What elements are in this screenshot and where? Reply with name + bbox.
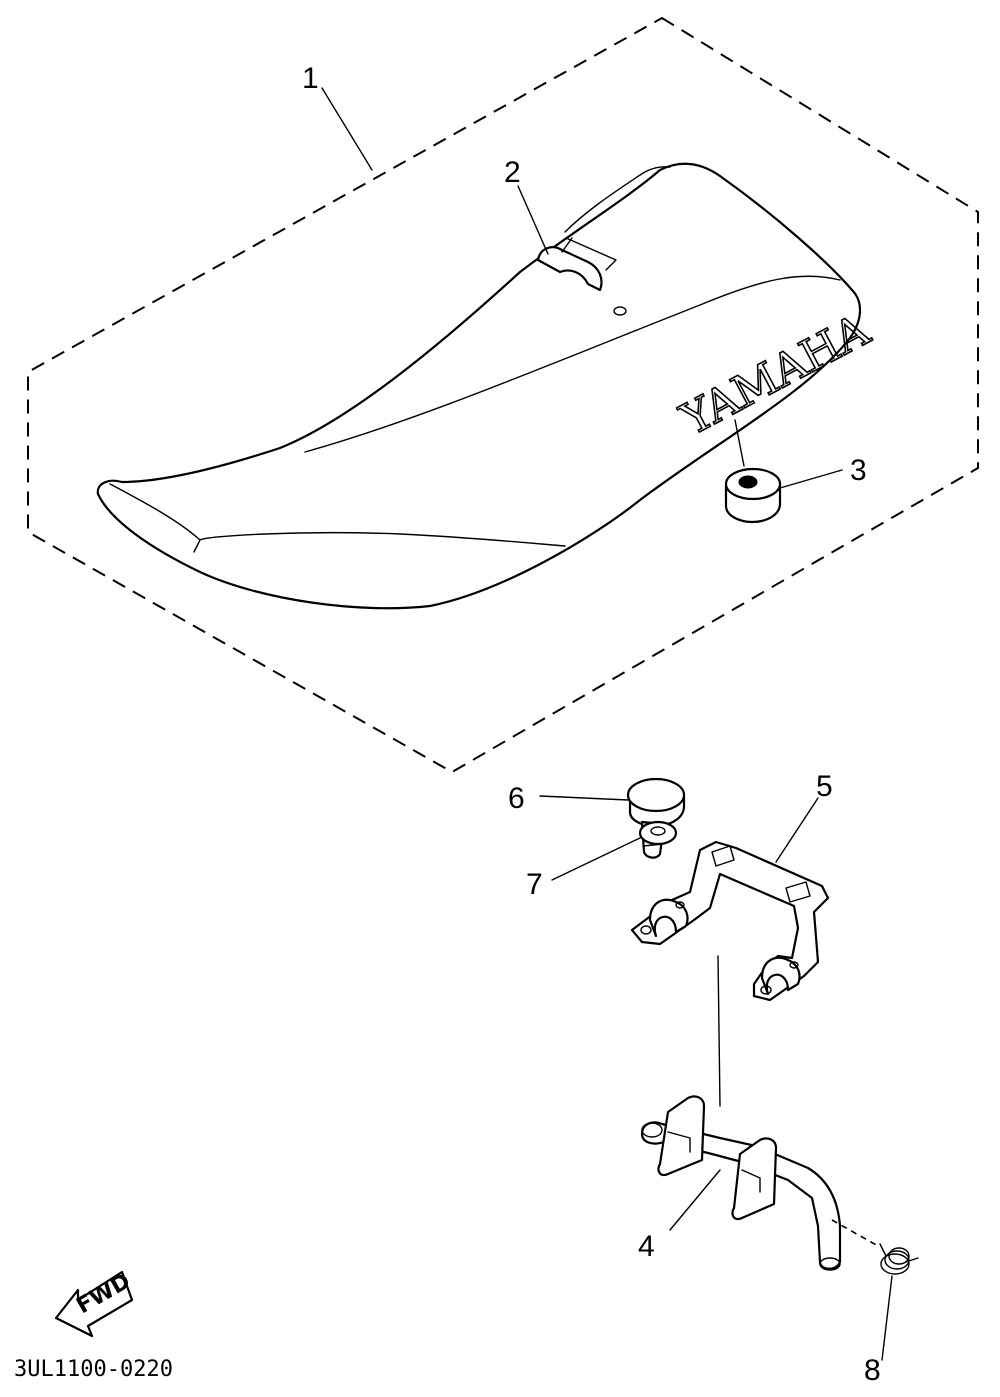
seat-damper [724,467,782,524]
callout-3: 3 [850,454,867,487]
assembly-boundary [27,16,979,774]
callout-8: 8 [864,1354,881,1387]
callout-2: 2 [504,156,521,189]
washer [638,820,678,846]
drawing-code: 3UL1100-0220 [14,1357,173,1382]
callout-6: 6 [508,782,525,815]
forward-arrow-icon: FWD [54,1269,135,1338]
seat-assembly: YAMAHA [96,162,880,610]
assembly-line [717,955,721,1107]
bolt [626,777,686,859]
seat-bracket [630,840,830,1002]
spring-assembly-line [831,1219,879,1247]
leader-lines [321,87,893,1361]
spring [879,1243,919,1275]
callout-5: 5 [816,770,833,803]
callout-4: 4 [638,1230,655,1263]
callout-7: 7 [526,868,543,901]
callout-1: 1 [302,62,319,95]
seat-lock [640,1095,842,1271]
